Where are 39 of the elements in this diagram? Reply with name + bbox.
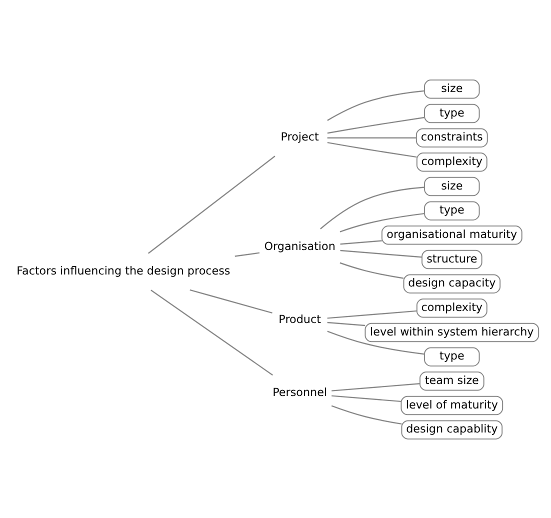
node-box: type (424, 346, 480, 366)
connector (332, 382, 420, 391)
node-box: team size (419, 371, 484, 390)
node-box: complexity (416, 152, 488, 172)
node-box: level within system hierarchy (364, 322, 540, 342)
connector (320, 186, 425, 229)
connector (327, 321, 366, 326)
node-text: Project (280, 130, 319, 144)
node-box: constraints (416, 128, 488, 147)
node-text: Factors influencing the design process (16, 264, 230, 278)
node-text: Organisation (264, 240, 336, 253)
node-box: complexity (416, 298, 488, 318)
connector (331, 404, 402, 424)
node-box: size (424, 176, 480, 196)
node-box: design capacity (403, 274, 501, 293)
node-box: type (424, 103, 480, 123)
connector (148, 155, 276, 254)
connector (332, 394, 402, 402)
connector (340, 249, 422, 258)
connector (150, 289, 273, 376)
connector (327, 90, 425, 120)
connector (327, 141, 417, 158)
node-box: type (424, 200, 480, 220)
node-text: Product (278, 312, 321, 326)
connector (327, 136, 416, 138)
connector (234, 252, 260, 256)
connector (340, 240, 382, 244)
node-box: structure (421, 249, 482, 269)
node-box: size (424, 79, 480, 98)
node-box: organisational maturity (381, 225, 522, 244)
connector (340, 212, 424, 232)
connector (327, 116, 424, 134)
connector (327, 330, 424, 354)
node-text: Personnel (272, 386, 328, 399)
node-box: level of maturity (400, 395, 504, 415)
connector (327, 310, 417, 318)
connector (340, 262, 404, 278)
node-box: design capablity (401, 420, 503, 439)
connector (190, 288, 272, 314)
